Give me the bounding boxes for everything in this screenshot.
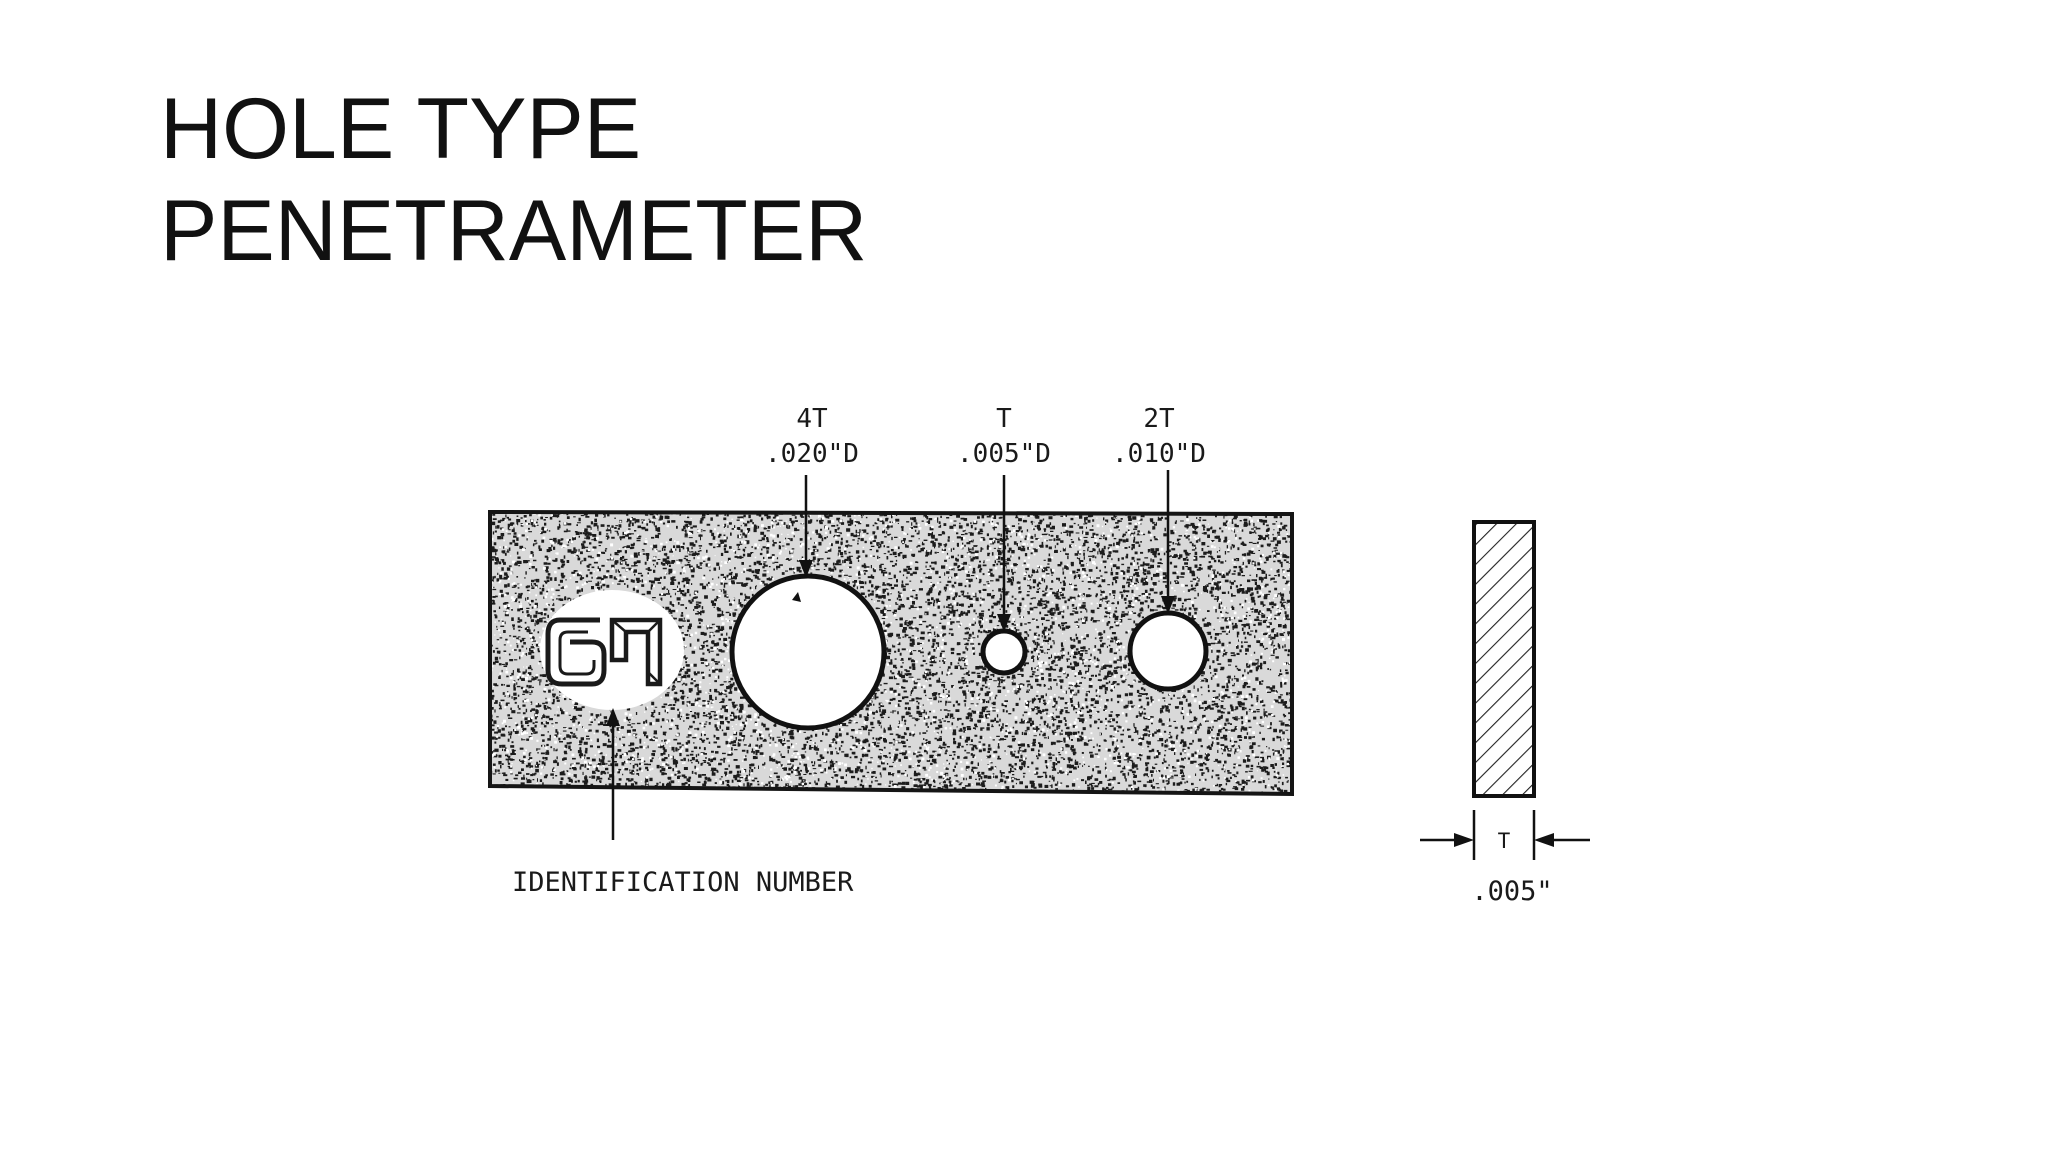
thickness-arrow-left — [1454, 833, 1474, 847]
hole-4t — [729, 573, 887, 731]
hole-t-multiple-label: T — [996, 404, 1012, 434]
arrowhead-2t — [1161, 596, 1175, 614]
thickness-value-label: .005" — [1471, 876, 1552, 907]
thickness-arrow-right — [1534, 833, 1554, 847]
arrowhead-4t — [799, 560, 813, 578]
arrowhead-t — [997, 614, 1011, 632]
hole-4t-diameter-label: .020"D — [765, 439, 859, 469]
hole-2t-multiple-label: 2T — [1143, 404, 1175, 434]
thickness-symbol-label: T — [1498, 829, 1511, 853]
slide-title-line-2: PENETRAMETER — [160, 183, 868, 279]
arrowhead-identification — [606, 708, 620, 726]
hole-t-diameter-label: .005"D — [957, 439, 1051, 469]
hole-2t — [1127, 610, 1209, 692]
hole-t — [980, 628, 1028, 676]
plate-side-view — [1472, 520, 1536, 798]
identification-number-emblem — [540, 590, 684, 710]
slide-title: HOLE TYPE PENETRAMETER — [160, 78, 867, 282]
slide-title-line-1: HOLE TYPE — [160, 81, 642, 177]
identification-number-label: IDENTIFICATION NUMBER — [512, 867, 854, 898]
hole-4t-multiple-label: 4T — [796, 404, 828, 434]
hole-2t-diameter-label: .010"D — [1112, 439, 1206, 469]
